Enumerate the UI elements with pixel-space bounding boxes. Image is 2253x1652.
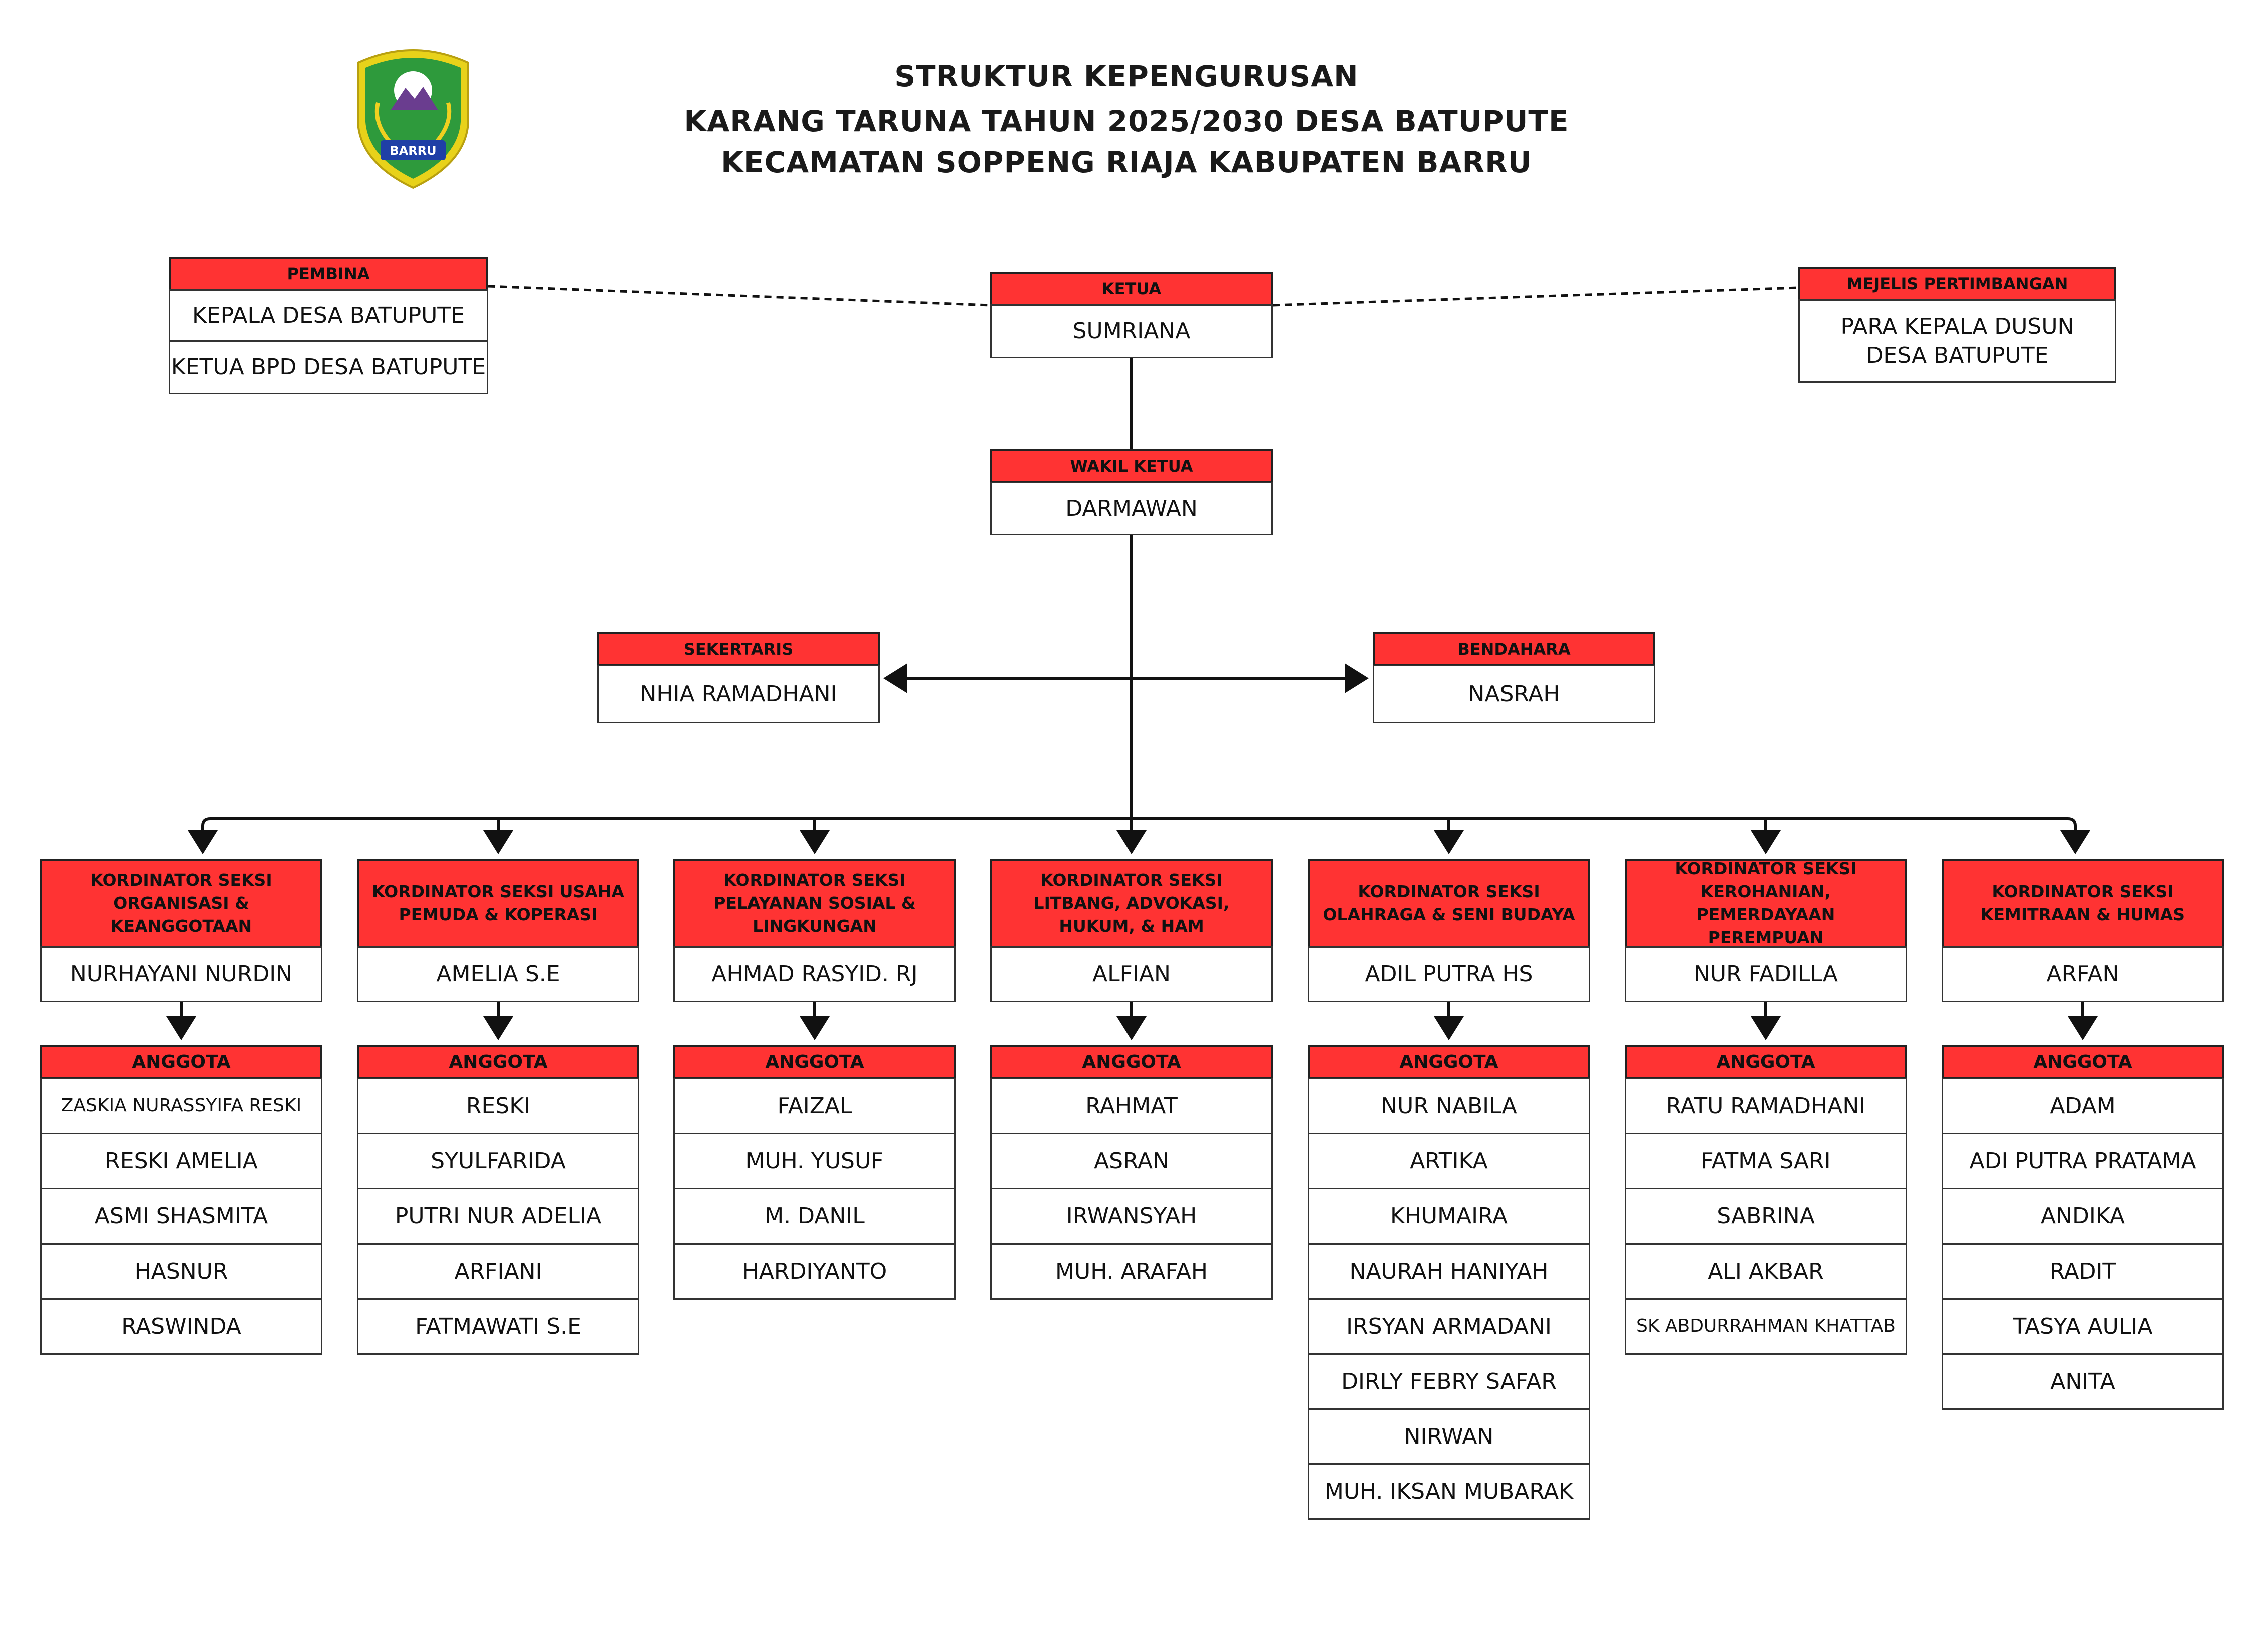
section-coordinator-header: KORDINATOR SEKSI KEMITRAAN & HUMAS (1942, 859, 2224, 948)
pembina-dashed-line (488, 285, 991, 307)
member-row: ASMI SHASMITA (40, 1188, 322, 1245)
section-coordinator-header: KORDINATOR SEKSI ORGANISASI & KEANGGOTAA… (40, 859, 322, 948)
pembina-member: KEPALA DESA BATUPUTE (169, 289, 488, 342)
pembina-header: PEMBINA (169, 257, 488, 291)
section-coordinator-name: ARFAN (1942, 946, 2224, 1002)
member-row: SABRINA (1625, 1188, 1907, 1245)
majelis-name: PARA KEPALA DUSUN DESA BATUPUTE (1798, 299, 2116, 383)
section-coordinator-name: ADIL PUTRA HS (1308, 946, 1590, 1002)
pembina-member: KETUA BPD DESA BATUPUTE (169, 340, 488, 394)
member-row: RATU RAMADHANI (1625, 1078, 1907, 1134)
member-row: MUH. IKSAN MUBARAK (1308, 1463, 1590, 1520)
member-row: RESKI (357, 1078, 639, 1134)
members-header: ANGGOTA (357, 1045, 639, 1079)
chart-title-line2: KARANG TARUNA TAHUN 2025/2030 DESA BATUP… (684, 104, 1569, 138)
member-row: IRWANSYAH (990, 1188, 1273, 1245)
member-row: ARTIKA (1308, 1133, 1590, 1189)
member-row: ANDIKA (1942, 1188, 2224, 1245)
member-row: SYULFARIDA (357, 1133, 639, 1189)
ketua-header: KETUA (990, 272, 1273, 306)
member-row: SK ABDURRAHMAN KHATTAB (1625, 1298, 1907, 1355)
member-row: MUH. YUSUF (673, 1133, 956, 1189)
section-coordinator-header: KORDINATOR SEKSI KEROHANIAN, PEMERDAYAAN… (1625, 859, 1907, 948)
section-coordinator-name: NURHAYANI NURDIN (40, 946, 322, 1002)
member-row: PUTRI NUR ADELIA (357, 1188, 639, 1245)
member-row: NAURAH HANIYAH (1308, 1243, 1590, 1300)
chart-title-line3: KECAMATAN SOPPENG RIAJA KABUPATEN BARRU (721, 145, 1532, 179)
member-row: ADI PUTRA PRATAMA (1942, 1133, 2224, 1189)
logo-text: BARRU (390, 144, 436, 158)
member-row: RAHMAT (990, 1078, 1273, 1134)
member-row: RADIT (1942, 1243, 2224, 1300)
section-coordinator-name: ALFIAN (990, 946, 1273, 1002)
member-row: FAIZAL (673, 1078, 956, 1134)
member-row: IRSYAN ARMADANI (1308, 1298, 1590, 1355)
member-row: ZASKIA NURASSYIFA RESKI (40, 1078, 322, 1134)
member-row: TASYA AULIA (1942, 1298, 2224, 1355)
bendahara-header: BENDAHARA (1373, 632, 1655, 666)
section-coordinator-header: KORDINATOR SEKSI OLAHRAGA & SENI BUDAYA (1308, 859, 1590, 948)
sekretaris-header: SEKERTARIS (597, 632, 880, 666)
members-header: ANGGOTA (1308, 1045, 1590, 1079)
member-row: NIRWAN (1308, 1408, 1590, 1465)
section-coordinator-name: AMELIA S.E (357, 946, 639, 1002)
sekretaris-name: NHIA RAMADHANI (597, 665, 880, 723)
section-bus-line (201, 817, 2090, 854)
member-row: M. DANIL (673, 1188, 956, 1245)
member-row: ANITA (1942, 1353, 2224, 1410)
member-row: HARDIYANTO (673, 1243, 956, 1300)
member-row: RESKI AMELIA (40, 1133, 322, 1189)
wakil-name: DARMAWAN (990, 482, 1273, 535)
member-row: DIRLY FEBRY SAFAR (1308, 1353, 1590, 1410)
chart-title-line1: STRUKTUR KEPENGURUSAN (894, 59, 1359, 93)
member-row: ARFIANI (357, 1243, 639, 1300)
section-coordinator-header: KORDINATOR SEKSI LITBANG, ADVOKASI, HUKU… (990, 859, 1273, 948)
section-coordinator-header: KORDINATOR SEKSI USAHA PEMUDA & KOPERASI (357, 859, 639, 948)
section-coordinator-name: NUR FADILLA (1625, 946, 1907, 1002)
member-row: MUH. ARAFAH (990, 1243, 1273, 1300)
member-row: FATMAWATI S.E (357, 1298, 639, 1355)
member-row: RASWINDA (40, 1298, 322, 1355)
member-row: FATMA SARI (1625, 1133, 1907, 1189)
member-row: ADAM (1942, 1078, 2224, 1134)
member-row: ALI AKBAR (1625, 1243, 1907, 1300)
member-row: NUR NABILA (1308, 1078, 1590, 1134)
member-row: HASNUR (40, 1243, 322, 1300)
members-header: ANGGOTA (1942, 1045, 2224, 1079)
section-coordinator-header: KORDINATOR SEKSI PELAYANAN SOSIAL & LING… (673, 859, 956, 948)
barru-regency-emblem-icon: BARRU (350, 43, 476, 193)
wakil-header: WAKIL KETUA (990, 449, 1273, 483)
member-row: KHUMAIRA (1308, 1188, 1590, 1245)
members-header: ANGGOTA (990, 1045, 1273, 1079)
bendahara-name: NASRAH (1373, 665, 1655, 723)
members-header: ANGGOTA (40, 1045, 322, 1079)
majelis-header: MEJELIS PERTIMBANGAN (1798, 267, 2116, 301)
majelis-dashed-line (1272, 286, 1799, 307)
member-row: ASRAN (990, 1133, 1273, 1189)
section-coordinator-name: AHMAD RASYID. RJ (673, 946, 956, 1002)
members-header: ANGGOTA (673, 1045, 956, 1079)
ketua-name: SUMRIANA (990, 304, 1273, 358)
members-header: ANGGOTA (1625, 1045, 1907, 1079)
